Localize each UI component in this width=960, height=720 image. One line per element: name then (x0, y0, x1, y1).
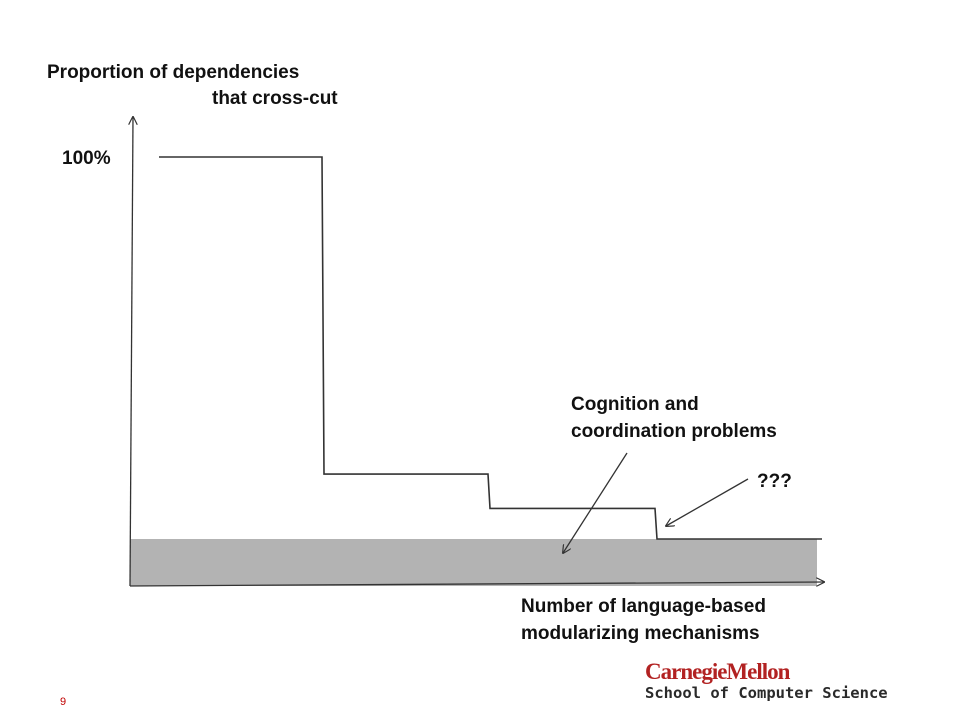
annotation-cognition-line-2: coordination problems (571, 421, 777, 442)
cmu-scs-logo: CarnegieMellon School of Computer Scienc… (645, 660, 907, 704)
annotation-arrow-unknown (666, 478, 749, 526)
step-series-line (159, 156, 822, 540)
shaded-band (130, 539, 817, 586)
x-axis-label-line-2: modularizing mechanisms (521, 623, 760, 644)
annotation-arrow-cognition (563, 452, 628, 553)
logo-wordmark: CarnegieMellon (645, 659, 790, 684)
page-number: 9 (60, 696, 67, 708)
y-tick-label-100: 100% (62, 148, 111, 169)
y-axis (130, 117, 133, 587)
x-axis (129, 582, 824, 587)
annotation-cognition-line-1: Cognition and (571, 394, 699, 415)
y-axis-label-line-2: that cross-cut (212, 88, 338, 109)
x-axis-label-line-1: Number of language-based (521, 596, 766, 617)
logo-subtitle: School of Computer Science (645, 684, 888, 702)
y-axis-label-line-1: Proportion of dependencies (47, 62, 300, 83)
annotation-unknown: ??? (757, 471, 792, 492)
